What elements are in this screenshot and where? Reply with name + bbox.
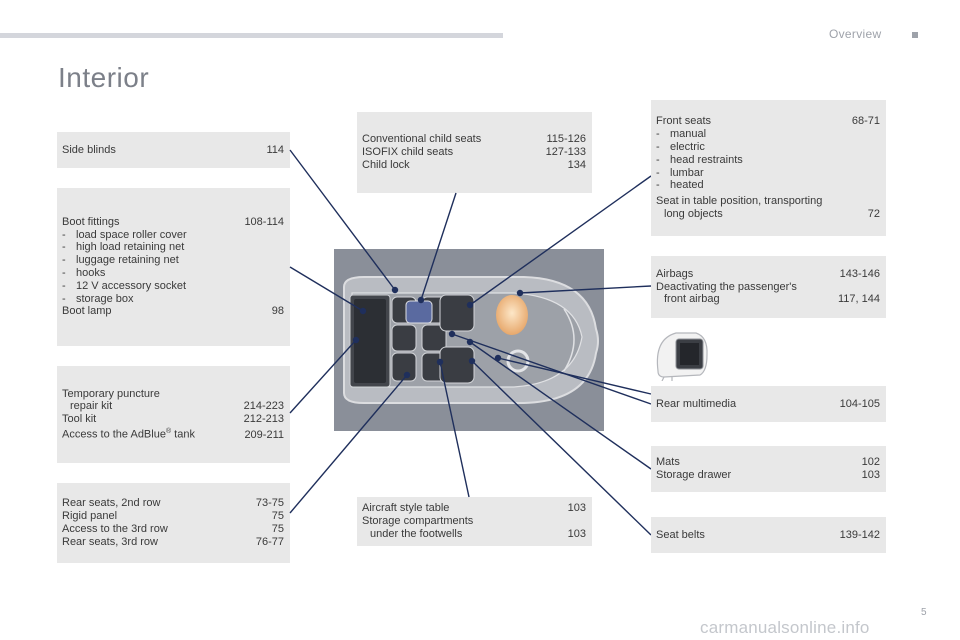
boot-item: luggage retaining net: [62, 254, 284, 267]
box-mats: Mats 102 Storage drawer 103: [651, 446, 886, 492]
tool-kit-label: Tool kit: [62, 413, 97, 426]
mats-label: Mats: [656, 456, 680, 469]
boot-item: hooks: [62, 267, 284, 280]
boot-item: 12 V accessory socket: [62, 280, 284, 293]
storage-drawer-label: Storage drawer: [656, 469, 732, 481]
box-seat-belts: Seat belts 139-142: [651, 517, 886, 553]
section-title: Overview: [829, 27, 882, 41]
storage-line2: under the footwells: [370, 527, 463, 540]
storage-drawer-page: 103: [861, 469, 880, 481]
deactivate-line2: front airbag: [664, 293, 720, 306]
box-puncture-repair: Temporary puncture repair kit 214-223 Too…: [57, 366, 290, 463]
car-interior-illustration: [334, 249, 604, 431]
boot-lamp-page: 98: [271, 305, 284, 318]
front-seat-item: heated: [656, 179, 880, 192]
rear-multimedia-page: 104-105: [839, 397, 880, 410]
box-airbags: Airbags 143-146 Deactivating the passenge…: [651, 256, 886, 318]
box-front-seats: Front seats 68-71 manual electric head re…: [651, 100, 886, 236]
boot-lamp-label: Boot lamp: [62, 305, 112, 318]
side-blinds-page: 114: [266, 143, 284, 156]
box-rear-multimedia: Rear multimedia 104-105: [651, 386, 886, 422]
front-seat-item: lumbar: [656, 167, 880, 180]
aircraft-table-label: Aircraft style table: [362, 502, 450, 515]
seat-table-line2: long objects: [664, 207, 723, 220]
adblue-page: 209-211: [244, 428, 284, 441]
adblue-label: Access to the AdBlue® tank: [62, 427, 195, 441]
front-seat-item: electric: [656, 141, 880, 154]
aircraft-table-page: 103: [567, 502, 586, 515]
box-boot-fittings: Boot fittings 108-114 load space roller c…: [57, 188, 290, 346]
seat-table-page: 72: [867, 207, 880, 220]
puncture-line2: repair kit: [70, 400, 113, 413]
storage-line1: Storage compartments: [362, 515, 474, 528]
front-seat-item: manual: [656, 128, 880, 141]
airbags-label: Airbags: [656, 267, 694, 280]
storage-page: 103: [567, 527, 586, 540]
mats-page: 102: [861, 456, 880, 469]
deactivate-line1: Deactivating the passenger's: [656, 280, 797, 293]
seat-belts-page: 139-142: [839, 528, 880, 541]
front-seats-label: Front seats: [656, 115, 712, 128]
headrest-screen-icon: [656, 332, 708, 381]
side-blinds-label: Side blinds: [62, 143, 116, 156]
header-bar: [0, 33, 503, 38]
boot-item: high load retaining net: [62, 241, 284, 254]
front-seat-item: head restraints: [656, 154, 880, 167]
boot-item: storage box: [62, 293, 284, 306]
box-aircraft-table: Aircraft style table 103 Storage compartm…: [357, 497, 592, 546]
section-marker: [912, 32, 918, 38]
boot-item: load space roller cover: [62, 229, 284, 242]
watermark: carmanualsonline.info: [700, 618, 870, 637]
rear-multimedia-label: Rear multimedia: [656, 397, 737, 410]
tool-kit-page: 212-213: [243, 413, 284, 426]
page-number: 5: [921, 607, 927, 618]
car-top-view-icon: [343, 276, 599, 404]
page-title: Interior: [58, 62, 150, 93]
front-seats-page: 68-71: [851, 115, 880, 128]
airbags-page: 143-146: [839, 267, 880, 280]
boot-fittings-label: Boot fittings: [62, 215, 120, 228]
puncture-page: 214-223: [243, 400, 284, 413]
seat-belts-label: Seat belts: [656, 528, 705, 541]
boot-fittings-page: 108-114: [244, 215, 284, 228]
box-side-blinds: Side blinds 114: [57, 132, 290, 168]
deactivate-page: 117, 144: [837, 293, 880, 306]
puncture-line1: Temporary puncture: [62, 387, 160, 400]
seat-table-line1: Seat in table position, transporting: [656, 195, 823, 208]
